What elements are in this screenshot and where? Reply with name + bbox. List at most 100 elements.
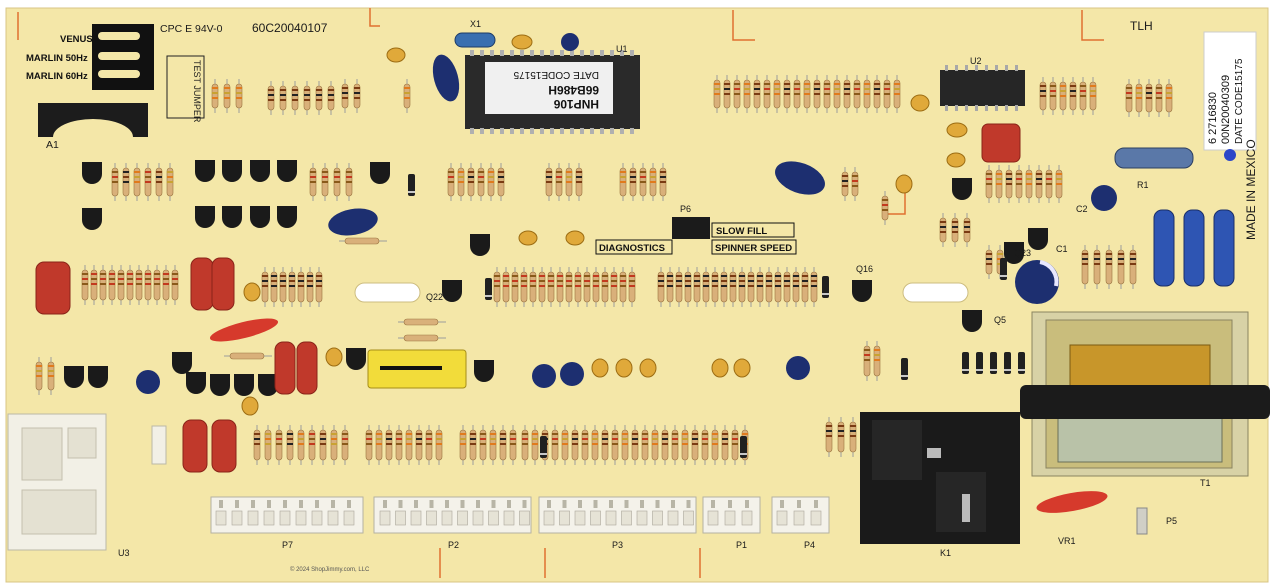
resistor [837, 417, 845, 457]
transistor [222, 160, 242, 182]
resistor [395, 425, 403, 465]
resistor [286, 425, 294, 465]
resistor [385, 425, 393, 465]
transistor [277, 160, 297, 182]
resistor [529, 267, 537, 307]
resistor [951, 213, 959, 247]
resistor [122, 163, 130, 201]
diode [962, 352, 969, 374]
resistor [166, 163, 174, 201]
resistor [435, 425, 443, 465]
board-rating-label: CPC E 94V-0 [160, 23, 223, 35]
header-p6: P6 SLOW FILL DIAGNOSTICS SPINNER SPEED [595, 204, 797, 255]
ref-p7: P7 [282, 540, 293, 550]
transistor [474, 360, 494, 382]
resistor [581, 425, 589, 465]
part-label-line1: 6 2716830 [1207, 92, 1219, 144]
resistor [398, 334, 446, 342]
ref-p3: P3 [612, 540, 623, 550]
diode [990, 352, 997, 374]
resistor [117, 265, 125, 305]
copyright-text: © 2024 ShopJimmy.com, LLC [290, 566, 370, 573]
resistor [1125, 79, 1133, 117]
ref-u1: U1 [616, 44, 628, 54]
resistor [619, 163, 627, 201]
resistor [893, 75, 901, 113]
ref-u2: U2 [970, 56, 982, 66]
resistor [641, 425, 649, 465]
resistor [375, 425, 383, 465]
transistor [250, 160, 270, 182]
resistor [267, 81, 275, 115]
resistor [223, 79, 231, 113]
resistor [833, 75, 841, 113]
resistor [261, 267, 269, 307]
resistor [321, 163, 329, 201]
ref-p4: P4 [804, 540, 815, 550]
diode [822, 276, 829, 298]
resistor [575, 163, 583, 201]
resistor [985, 165, 993, 203]
resistor [729, 267, 737, 307]
transistor [250, 206, 270, 228]
resistor [681, 425, 689, 465]
microcontroller-u1: HNP106 66B486H DATE CODE15175 U1 [465, 44, 640, 134]
resistor [628, 267, 636, 307]
resistor [135, 265, 143, 305]
resistor [270, 267, 278, 307]
ref-k1: K1 [940, 548, 951, 558]
transistor [258, 374, 278, 396]
transistor [195, 160, 215, 182]
resistor [693, 267, 701, 307]
resistor [738, 267, 746, 307]
resistor [1081, 245, 1089, 289]
resistor [333, 163, 341, 201]
resistor [565, 163, 573, 201]
resistor [521, 425, 529, 465]
resistor [963, 213, 971, 247]
resistor [873, 341, 881, 381]
resistor [711, 267, 719, 307]
transistor [88, 366, 108, 388]
resistor [723, 75, 731, 113]
electrolytic-capacitors [136, 54, 1117, 394]
resistor [315, 267, 323, 307]
ref-c1: C1 [1056, 244, 1068, 254]
resistor [610, 267, 618, 307]
resistor [327, 81, 335, 115]
resistor [756, 267, 764, 307]
part-label-line2: 00N20040309 [1220, 75, 1232, 144]
ref-vr1: VR1 [1058, 536, 1076, 546]
resistor [341, 79, 349, 113]
resistor [235, 79, 243, 113]
resistor [319, 425, 327, 465]
resistor [810, 267, 818, 307]
resistor [753, 75, 761, 113]
resistor [144, 265, 152, 305]
resistor [853, 75, 861, 113]
transistor [234, 374, 254, 396]
resistor [561, 425, 569, 465]
resistor [211, 79, 219, 113]
resistor [793, 75, 801, 113]
resistor [479, 425, 487, 465]
resistor [629, 163, 637, 201]
resistor [849, 417, 857, 457]
resistor [133, 163, 141, 201]
ref-r1: R1 [1137, 180, 1149, 190]
resistor [469, 425, 477, 465]
transistor [470, 234, 490, 256]
transistor [172, 352, 192, 374]
diode [976, 352, 983, 374]
transistor [370, 162, 390, 184]
part-label-line3: DATE CODE15175 [1234, 58, 1245, 144]
resistor [489, 425, 497, 465]
buzzer-a1 [38, 103, 148, 137]
resistor [531, 425, 539, 465]
resistor [1025, 165, 1033, 203]
resistor [81, 265, 89, 305]
spinner-speed-label: SPINNER SPEED [715, 243, 792, 254]
resistor [671, 425, 679, 465]
resistor [306, 267, 314, 307]
